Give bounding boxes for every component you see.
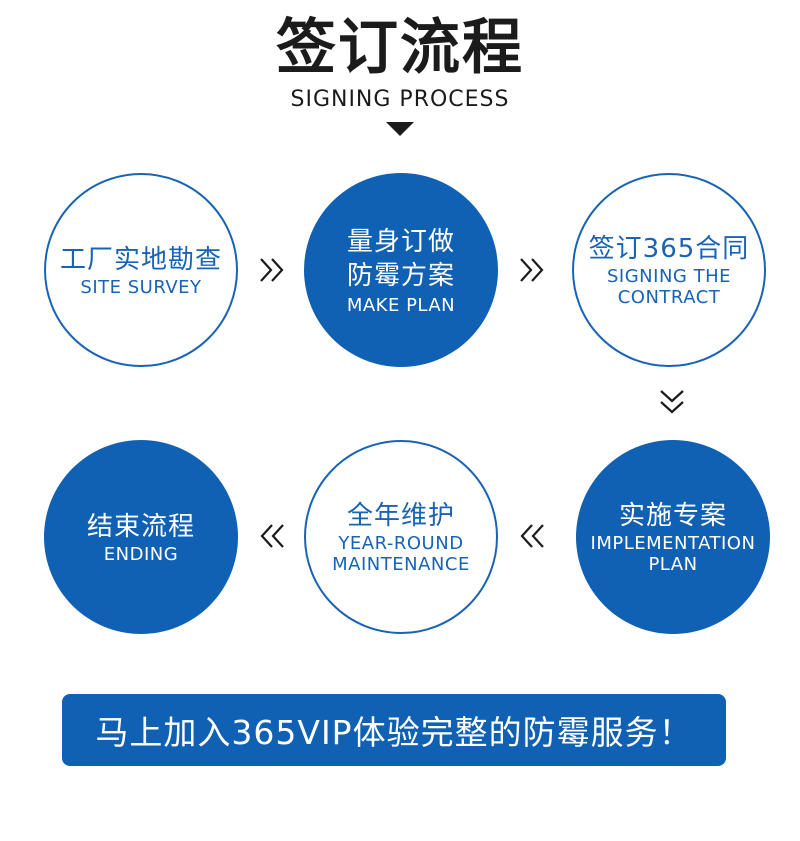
step-label-cn: 签订365合同 [588,234,750,264]
step-ending: 结束流程 ENDING [44,440,238,634]
step-label-cn: 工厂实地勘查 [59,244,222,275]
step-year-round-maintenance: 全年维护 YEAR-ROUND MAINTENANCE [304,440,498,634]
triangle-down-icon [386,122,414,136]
step-label-en: IMPLEMENTATION [590,533,756,554]
step-label-en: CONTRACT [617,287,721,308]
double-chevron-down-icon [656,386,688,418]
step-label-cn: 全年维护 [346,501,455,531]
step-label-en: MAINTENANCE [332,554,470,575]
step-label-en: YEAR-ROUND [338,533,464,554]
step-label-cn: 实施专案 [618,501,727,531]
step-label-cn: 防霉方案 [346,260,455,291]
page-subtitle: SIGNING PROCESS [290,87,510,112]
page-title: 签订流程 [276,13,524,83]
double-chevron-left-icon [256,520,288,552]
join-vip-button[interactable]: 马上加入365VIP体验完整的防霉服务！ [62,694,726,766]
step-label-cn: 量身订做 [346,226,455,257]
double-chevron-right-icon [516,254,548,286]
double-chevron-left-icon [516,520,548,552]
step-label-en: SIGNING THE [607,266,731,287]
step-label-cn: 结束流程 [86,511,195,542]
step-make-plan: 量身订做 防霉方案 MAKE PLAN [304,173,498,367]
step-label-en: MAKE PLAN [346,294,456,316]
step-implementation-plan: 实施专案 IMPLEMENTATION PLAN [576,440,770,634]
step-signing-contract: 签订365合同 SIGNING THE CONTRACT [572,173,766,367]
step-label-en: PLAN [648,554,698,575]
double-chevron-right-icon [256,254,288,286]
step-label-en: ENDING [103,543,179,565]
step-label-en: SITE SURVEY [80,276,202,298]
step-site-survey: 工厂实地勘查 SITE SURVEY [44,173,238,367]
